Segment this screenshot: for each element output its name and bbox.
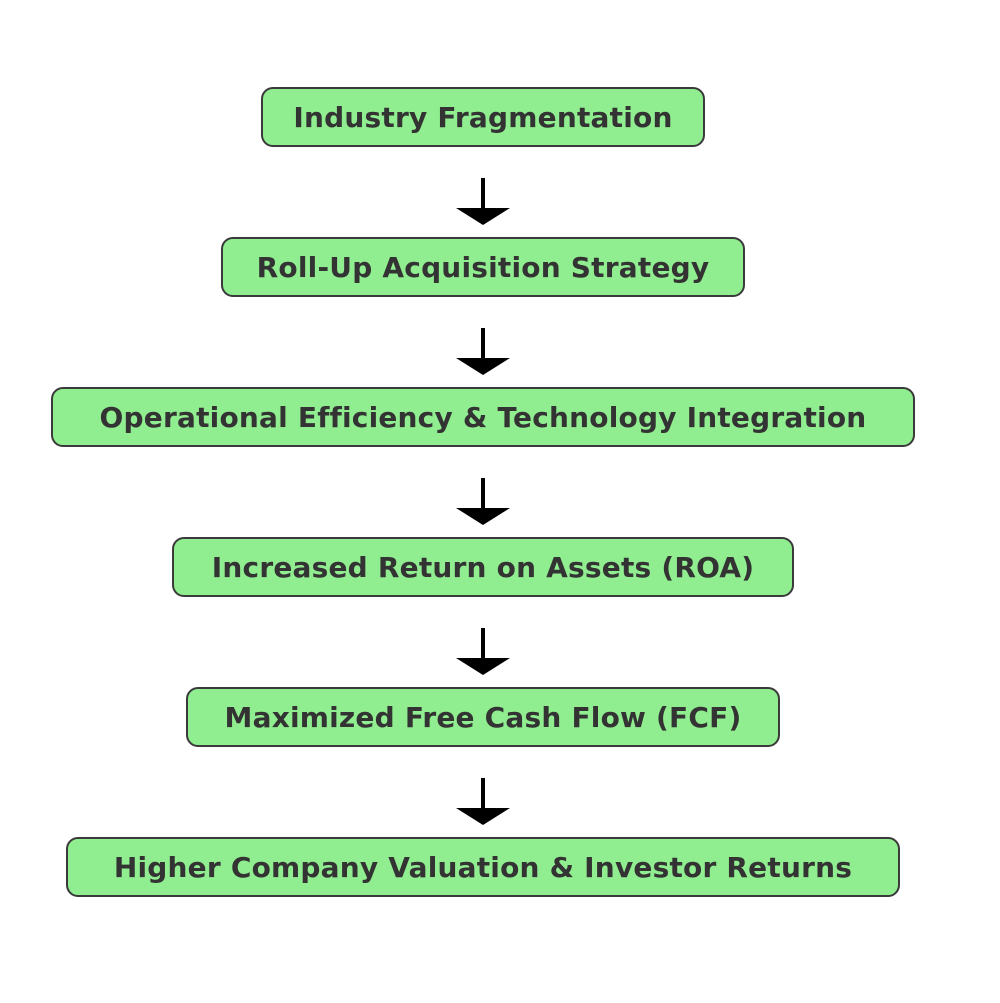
arrow-down-icon-graphic bbox=[456, 328, 510, 375]
node-label: Industry Fragmentation bbox=[293, 100, 673, 134]
node-roll-up-acquisition-strategy: Roll-Up Acquisition Strategy bbox=[221, 237, 745, 297]
arrow-down-icon bbox=[454, 478, 512, 526]
arrow-down-icon-graphic bbox=[456, 478, 510, 525]
arrow-down-icon bbox=[454, 178, 512, 226]
node-maximized-fcf: Maximized Free Cash Flow (FCF) bbox=[186, 687, 780, 747]
node-label: Higher Company Valuation & Investor Retu… bbox=[113, 850, 853, 884]
arrow-down-icon bbox=[454, 628, 512, 676]
node-higher-valuation: Higher Company Valuation & Investor Retu… bbox=[66, 837, 900, 897]
node-label: Operational Efficiency & Technology Inte… bbox=[99, 400, 867, 434]
node-operational-efficiency: Operational Efficiency & Technology Inte… bbox=[51, 387, 915, 447]
arrow-down-icon-graphic bbox=[456, 178, 510, 225]
arrow-down-icon bbox=[454, 328, 512, 376]
arrow-down-icon-graphic bbox=[456, 628, 510, 675]
arrow-down-icon-graphic bbox=[456, 778, 510, 825]
arrow-down-icon bbox=[454, 778, 512, 826]
node-increased-roa: Increased Return on Assets (ROA) bbox=[172, 537, 794, 597]
node-label: Increased Return on Assets (ROA) bbox=[211, 550, 755, 584]
node-industry-fragmentation: Industry Fragmentation bbox=[261, 87, 705, 147]
node-label: Roll-Up Acquisition Strategy bbox=[256, 250, 710, 284]
node-label: Maximized Free Cash Flow (FCF) bbox=[224, 700, 742, 734]
